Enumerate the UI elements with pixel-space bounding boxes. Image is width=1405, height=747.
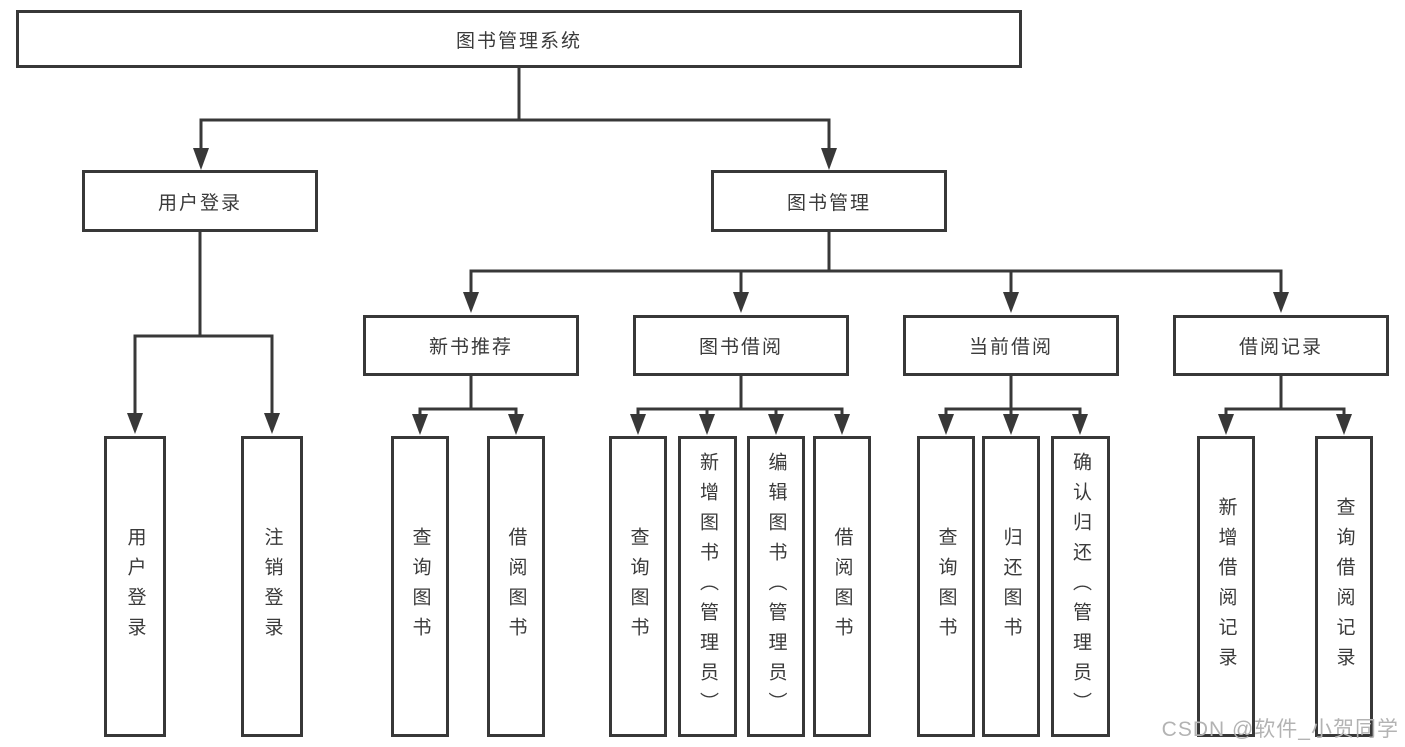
leaf-return-books: 归还图书 bbox=[982, 436, 1040, 737]
leaf-query-books-recommend: 查询图书 bbox=[391, 436, 449, 737]
leaf-add-books-admin: 新增图书（管理员） bbox=[678, 436, 737, 737]
leaf-query-books-current-label: 查询图书 bbox=[935, 526, 957, 647]
arrowheads bbox=[127, 148, 1352, 435]
connector-borrowing-records bbox=[1224, 376, 1346, 417]
connector-book-borrowing bbox=[636, 376, 844, 417]
connector-book-management bbox=[469, 232, 1283, 294]
leaf-add-books-admin-label: 新增图书（管理员） bbox=[697, 451, 718, 722]
node-root-label: 图书管理系统 bbox=[455, 30, 582, 52]
leaf-borrow-books-recommend: 借阅图书 bbox=[487, 436, 545, 737]
node-book-borrowing-label: 图书借阅 bbox=[698, 337, 783, 358]
watermark: CSDN @软件_小贺同学 bbox=[1161, 718, 1399, 741]
leaf-query-borrow-record-label: 查询借阅记录 bbox=[1333, 496, 1355, 677]
leaf-borrow-books-borrowing-label: 借阅图书 bbox=[831, 526, 853, 647]
leaf-logout-label: 注销登录 bbox=[261, 526, 283, 647]
node-user-login: 用户登录 bbox=[82, 170, 318, 232]
leaf-logout: 注销登录 bbox=[241, 436, 303, 737]
leaf-add-borrow-record: 新增借阅记录 bbox=[1197, 436, 1255, 737]
node-book-management: 图书管理 bbox=[711, 170, 947, 232]
node-borrowing-records: 借阅记录 bbox=[1173, 315, 1389, 376]
node-book-borrowing: 图书借阅 bbox=[633, 315, 849, 376]
connector-new-book-recommend bbox=[418, 376, 518, 417]
leaf-query-books-recommend-label: 查询图书 bbox=[409, 526, 431, 647]
leaf-edit-books-admin: 编辑图书（管理员） bbox=[747, 436, 805, 737]
leaf-confirm-return-admin-label: 确认归还（管理员） bbox=[1070, 451, 1091, 722]
leaf-query-books-borrowing-label: 查询图书 bbox=[627, 526, 649, 647]
node-user-login-label: 用户登录 bbox=[157, 192, 242, 214]
leaf-user-login: 用户登录 bbox=[104, 436, 166, 737]
node-borrowing-records-label: 借阅记录 bbox=[1238, 337, 1323, 358]
node-book-management-label: 图书管理 bbox=[786, 192, 871, 214]
node-new-book-recommend-label: 新书推荐 bbox=[428, 337, 513, 358]
leaf-query-books-borrowing: 查询图书 bbox=[609, 436, 667, 737]
node-current-borrowing: 当前借阅 bbox=[903, 315, 1119, 376]
node-root: 图书管理系统 bbox=[16, 10, 1022, 68]
leaf-borrow-books-borrowing: 借阅图书 bbox=[813, 436, 871, 737]
connector-current-borrowing bbox=[944, 376, 1082, 417]
leaf-return-books-label: 归还图书 bbox=[1000, 526, 1022, 647]
leaf-query-borrow-record: 查询借阅记录 bbox=[1315, 436, 1373, 737]
leaf-add-borrow-record-label: 新增借阅记录 bbox=[1215, 496, 1237, 677]
leaf-borrow-books-recommend-label: 借阅图书 bbox=[505, 526, 527, 647]
leaf-user-login-label: 用户登录 bbox=[124, 526, 146, 647]
leaf-confirm-return-admin: 确认归还（管理员） bbox=[1051, 436, 1110, 737]
connector-root bbox=[199, 68, 831, 150]
node-current-borrowing-label: 当前借阅 bbox=[968, 337, 1053, 358]
leaf-query-books-current: 查询图书 bbox=[917, 436, 975, 737]
leaf-edit-books-admin-label: 编辑图书（管理员） bbox=[765, 451, 787, 722]
node-new-book-recommend: 新书推荐 bbox=[363, 315, 579, 376]
connector-user-login bbox=[133, 232, 274, 416]
